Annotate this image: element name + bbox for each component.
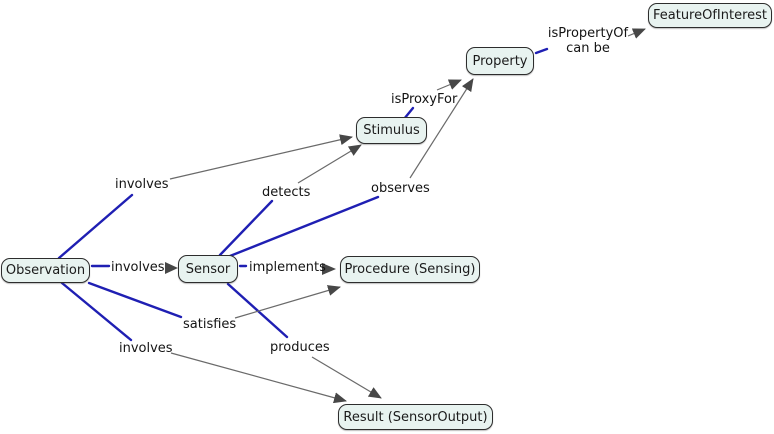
edge-property-ispropertyof-segment (534, 47, 549, 55)
node-procedure-sensing[interactable]: Procedure (Sensing) (340, 256, 480, 283)
edge-produces-to-result-arrow (311, 356, 382, 399)
link-label-implements[interactable]: implements (249, 260, 326, 275)
edge-sensor-observes-segment (228, 195, 380, 258)
edge-involves-to-stimulus-arrow (169, 134, 353, 180)
link-label-is-property-of-line1: isPropertyOf (547, 26, 629, 41)
link-label-produces[interactable]: produces (270, 340, 330, 355)
link-label-involves-result[interactable]: involves (119, 341, 173, 356)
edge-involves-to-result-arrow (170, 352, 347, 404)
link-label-is-property-of-line2: can be (566, 41, 610, 56)
link-label-detects[interactable]: detects (262, 185, 311, 200)
node-observation[interactable]: Observation (1, 258, 90, 283)
link-label-observes[interactable]: observes (371, 181, 430, 196)
link-label-involves-stimulus[interactable]: involves (115, 177, 169, 192)
edge-sensor-produces-segment (226, 282, 289, 339)
edge-ispropertyof-to-featureofinterest-arrow (627, 28, 646, 39)
link-label-is-property-of[interactable]: isPropertyOf can be (544, 26, 632, 56)
node-sensor[interactable]: Sensor (178, 255, 238, 283)
node-property[interactable]: Property (466, 47, 534, 75)
edge-observes-to-property-arrow (409, 78, 474, 179)
edge-implements-to-procedure-arrowhead (322, 263, 336, 275)
edge-sensor-detects-segment (218, 199, 274, 257)
node-result-sensor-output[interactable]: Result (SensorOutput) (338, 404, 493, 430)
edge-isproxyfor-to-property-arrow (436, 79, 462, 91)
link-label-involves-sensor[interactable]: involves (111, 260, 165, 275)
node-feature-of-interest[interactable]: FeatureOfInterest (648, 3, 772, 28)
edge-satisfies-to-procedure-arrow (234, 285, 341, 319)
edge-observation-satisfies-segment (87, 281, 183, 319)
edge-detects-to-stimulus-arrow (297, 144, 362, 184)
node-stimulus[interactable]: Stimulus (356, 117, 427, 144)
edge-observation-involves-result-segment (60, 281, 133, 342)
link-label-is-proxy-for[interactable]: isProxyFor (391, 92, 458, 107)
edge-involves-to-sensor-arrowhead (165, 262, 178, 274)
edge-observation-involves-stimulus-segment (57, 193, 134, 260)
link-label-satisfies[interactable]: satisfies (183, 317, 237, 332)
